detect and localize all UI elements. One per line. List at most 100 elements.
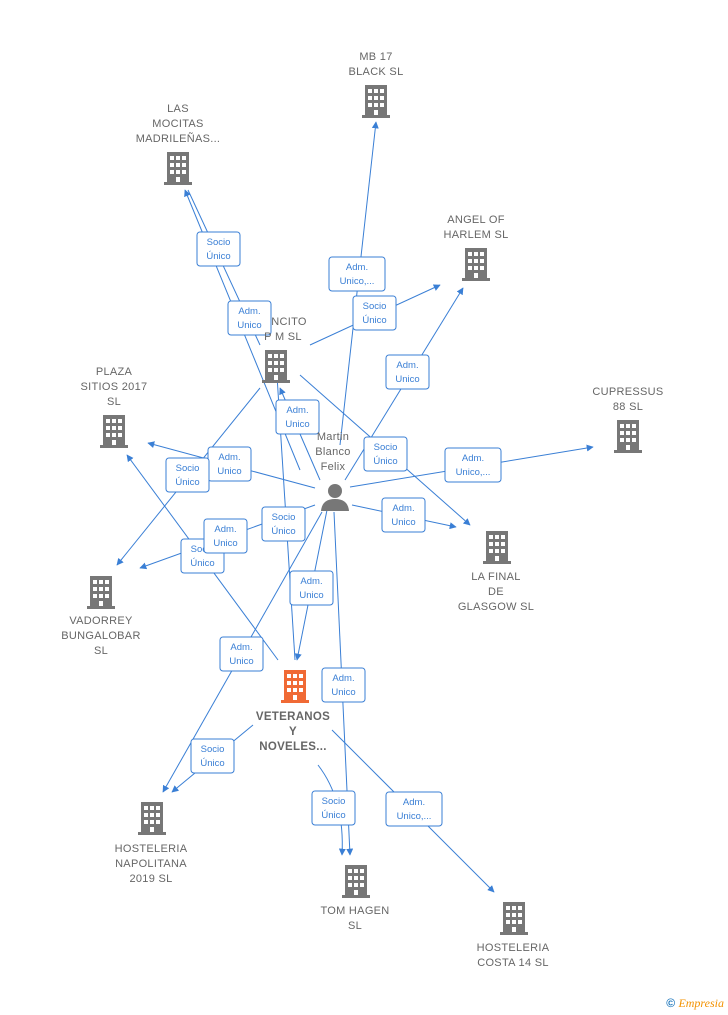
svg-text:MOCITAS: MOCITAS xyxy=(152,118,203,130)
svg-text:TOM HAGEN: TOM HAGEN xyxy=(320,905,389,917)
svg-text:Unico: Unico xyxy=(285,419,309,430)
svg-text:Adm.: Adm. xyxy=(332,673,354,684)
edge-label-napolitana-adm[interactable]: Adm. Unico xyxy=(219,636,264,672)
nodes-layer: MB 17 BLACK SL LAS MOCITAS MADRILEÑAS...… xyxy=(61,51,663,969)
svg-text:Adm.: Adm. xyxy=(392,503,414,514)
company-node-veteranos[interactable]: VETERANOS Y NOVELES... xyxy=(256,670,330,753)
svg-text:Socio: Socio xyxy=(207,237,231,248)
edge-label-veteranos-adm[interactable]: Adm. Unico xyxy=(289,570,334,606)
svg-text:2019 SL: 2019 SL xyxy=(129,873,172,885)
svg-text:Socio: Socio xyxy=(322,796,346,807)
building-icon xyxy=(500,902,528,935)
svg-text:Unico: Unico xyxy=(237,320,261,331)
edge-label-vadorrey-socio[interactable]: Socio Único xyxy=(261,506,306,542)
svg-text:MB 17: MB 17 xyxy=(359,51,392,63)
svg-text:Socio: Socio xyxy=(201,744,225,755)
svg-text:Adm.: Adm. xyxy=(300,576,322,587)
company-node-cupressus[interactable]: CUPRESSUS 88 SL xyxy=(592,386,663,453)
svg-text:SL: SL xyxy=(94,645,108,657)
edge-label-mb17[interactable]: Adm. Unico,... xyxy=(328,256,386,292)
edge-label-napolitana-socio[interactable]: Socio Único xyxy=(190,738,235,774)
svg-text:Adm.: Adm. xyxy=(218,452,240,463)
svg-text:SITIOS 2017: SITIOS 2017 xyxy=(81,381,148,393)
building-icon xyxy=(281,670,309,703)
edge-label-costa14[interactable]: Adm. Unico,... xyxy=(385,791,443,827)
brand-name: Empresia xyxy=(678,996,724,1010)
svg-text:Único: Único xyxy=(271,526,295,537)
svg-text:MADRILEÑAS...: MADRILEÑAS... xyxy=(136,132,221,145)
edge-label-lafinal-adm[interactable]: Adm. Unico xyxy=(381,497,426,533)
svg-text:Adm.: Adm. xyxy=(286,405,308,416)
svg-text:Adm.: Adm. xyxy=(462,453,484,464)
svg-text:Unico: Unico xyxy=(229,656,253,667)
svg-text:P M SL: P M SL xyxy=(264,331,302,343)
svg-text:Único: Único xyxy=(190,558,214,569)
edge-label-mocitas-socio[interactable]: Socio Único xyxy=(196,231,241,267)
svg-text:LA FINAL: LA FINAL xyxy=(471,571,520,583)
svg-text:CUPRESSUS: CUPRESSUS xyxy=(592,386,663,398)
building-icon xyxy=(262,350,290,383)
svg-text:Adm.: Adm. xyxy=(403,797,425,808)
svg-text:Unico: Unico xyxy=(299,590,323,601)
edge-label-lafinal-socio[interactable]: Socio Único xyxy=(363,436,408,472)
svg-text:Adm.: Adm. xyxy=(230,642,252,653)
edge-label-angel-socio[interactable]: Socio Único xyxy=(352,295,397,331)
edge-label-ncito-adm[interactable]: Adm. Unico xyxy=(275,399,320,435)
building-icon xyxy=(462,248,490,281)
svg-text:Único: Único xyxy=(175,477,199,488)
copyright-symbol: © xyxy=(666,996,676,1010)
svg-text:Martin: Martin xyxy=(317,431,349,443)
svg-text:Unico: Unico xyxy=(213,538,237,549)
building-icon xyxy=(342,865,370,898)
edge-labels: Adm. Unico,... Socio Único Adm. Unico So… xyxy=(165,231,502,827)
svg-text:VETERANOS: VETERANOS xyxy=(256,711,330,723)
svg-text:HARLEM SL: HARLEM SL xyxy=(443,229,508,241)
company-node-vadorrey[interactable]: VADORREY BUNGALOBAR SL xyxy=(61,576,140,657)
company-node-tomhagen[interactable]: TOM HAGEN SL xyxy=(320,865,389,932)
edge-label-tomhagen-socio[interactable]: Socio Único xyxy=(311,790,356,826)
svg-text:Y: Y xyxy=(289,726,297,738)
svg-text:Único: Único xyxy=(362,315,386,326)
svg-text:Socio: Socio xyxy=(272,512,296,523)
edge-label-plaza-socio[interactable]: Socio Único xyxy=(165,457,210,493)
svg-text:BLACK SL: BLACK SL xyxy=(349,66,404,78)
footer-brand[interactable]: © Empresia xyxy=(666,996,724,1011)
svg-text:NAPOLITANA: NAPOLITANA xyxy=(115,858,187,870)
company-node-costa14[interactable]: HOSTELERIA COSTA 14 SL xyxy=(477,902,550,969)
svg-text:HOSTELERIA: HOSTELERIA xyxy=(477,942,550,954)
building-icon xyxy=(87,576,115,609)
person-node[interactable]: Martin Blanco Felix xyxy=(315,431,350,511)
svg-text:Unico: Unico xyxy=(217,466,241,477)
svg-text:Felix: Felix xyxy=(321,461,346,473)
svg-text:Socio: Socio xyxy=(176,463,200,474)
svg-text:GLASGOW SL: GLASGOW SL xyxy=(458,601,534,613)
edge-label-cupressus[interactable]: Adm. Unico,... xyxy=(444,447,502,483)
svg-text:ANGEL OF: ANGEL OF xyxy=(447,214,505,226)
svg-text:VADORREY: VADORREY xyxy=(69,615,133,627)
company-node-plaza[interactable]: PLAZA SITIOS 2017 SL xyxy=(81,366,148,448)
building-icon xyxy=(614,420,642,453)
company-node-angel[interactable]: ANGEL OF HARLEM SL xyxy=(443,214,508,281)
svg-text:Unico,...: Unico,... xyxy=(340,276,375,287)
company-node-ncito[interactable]: NCITO P M SL xyxy=(262,316,307,383)
edge-label-vadorrey-adm[interactable]: Adm. Unico xyxy=(203,518,248,554)
edge-label-angel-adm[interactable]: Adm. Unico xyxy=(385,354,430,390)
edge-label-tomhagen-adm[interactable]: Adm. Unico xyxy=(321,667,366,703)
company-node-lafinal[interactable]: LA FINAL DE GLASGOW SL xyxy=(458,531,534,613)
svg-text:Único: Único xyxy=(206,251,230,262)
svg-text:DE: DE xyxy=(488,586,504,598)
person-icon xyxy=(321,484,349,511)
company-node-mb17[interactable]: MB 17 BLACK SL xyxy=(349,51,404,118)
edge-label-plaza-adm[interactable]: Adm. Unico xyxy=(207,446,252,482)
edges-layer xyxy=(116,121,594,893)
svg-text:Socio: Socio xyxy=(363,301,387,312)
building-icon xyxy=(138,802,166,835)
building-icon xyxy=(483,531,511,564)
svg-text:BUNGALOBAR: BUNGALOBAR xyxy=(61,630,140,642)
svg-text:PLAZA: PLAZA xyxy=(96,366,133,378)
edge-label-mocitas-adm[interactable]: Adm. Unico xyxy=(227,300,272,336)
company-node-mocitas[interactable]: LAS MOCITAS MADRILEÑAS... xyxy=(136,103,221,185)
svg-text:SL: SL xyxy=(107,396,121,408)
company-node-napolitana[interactable]: HOSTELERIA NAPOLITANA 2019 SL xyxy=(115,802,188,885)
